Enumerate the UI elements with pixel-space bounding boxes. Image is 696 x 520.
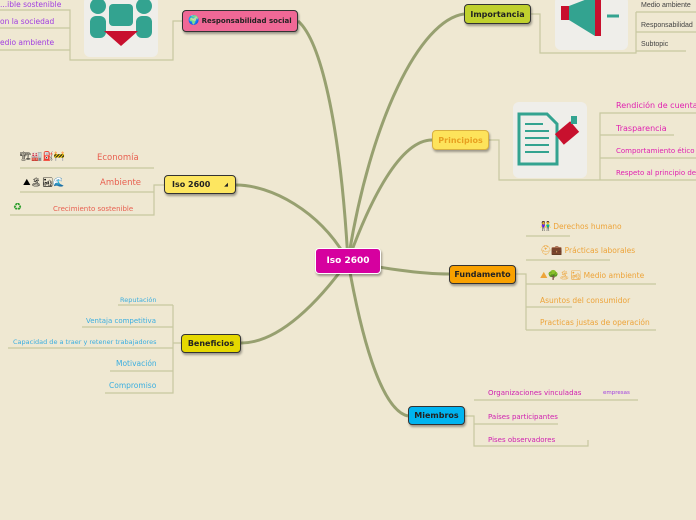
subtopic[interactable]: Medio ambiente <box>641 2 691 9</box>
subtopic[interactable]: empresas <box>603 390 630 396</box>
subtopic[interactable]: Trasparencia <box>616 124 667 133</box>
subtopic[interactable]: ⛑💼Prácticas laborales <box>540 246 635 256</box>
topic-principios[interactable]: Principios <box>432 130 489 150</box>
topic-importancia[interactable]: Importancia <box>464 4 531 24</box>
subtopic[interactable]: on la sociedad <box>0 17 55 26</box>
subtopic[interactable]: Países participantes <box>488 413 558 421</box>
subtopic[interactable]: ...ible sostenible <box>0 0 62 9</box>
subtopic[interactable]: Organizaciones vinculadas <box>488 389 582 397</box>
globe-icon: 🌍 <box>188 16 200 26</box>
nature-icon: ⛰🌳🏝🏜 <box>540 271 582 281</box>
subtopic[interactable]: Crecimiento sostenible <box>53 205 134 213</box>
helmet-briefcase-icon: ⛑💼 <box>540 246 563 256</box>
topic-beneficios[interactable]: Beneficios <box>181 334 241 353</box>
subtopic[interactable]: Asuntos del consumidor <box>540 296 631 305</box>
subtopic[interactable]: Pises observadores <box>488 436 556 444</box>
people-icon <box>84 0 158 57</box>
subtopic[interactable]: Capacidad de a traer y retener trabajado… <box>13 338 157 346</box>
subtopic-label: Medio ambiente <box>583 271 645 280</box>
topic-label: Iso 2600 <box>172 180 211 189</box>
people-icon: 👫 <box>540 222 552 232</box>
topic-fundamento[interactable]: Fundamento <box>449 265 516 284</box>
subtopic[interactable]: Practicas justas de operación <box>540 318 650 327</box>
subtopic[interactable]: Ventaja competitiva <box>86 317 156 325</box>
subtopic-label: Derechos humano <box>553 222 622 231</box>
document-stamp-icon <box>513 102 587 178</box>
environment-icon: ⛰🏝🏜🌊 <box>23 178 65 188</box>
topic-responsabilidad-social[interactable]: 🌍Responsabilidad social <box>182 10 298 32</box>
central-topic[interactable]: Iso 2600 <box>315 248 381 274</box>
megaphone-icon <box>555 0 628 50</box>
subtopic-label: Prácticas laborales <box>564 246 636 255</box>
subtopic[interactable]: ⛰🌳🏝🏜Medio ambiente <box>540 271 644 281</box>
topic-iso-2600[interactable]: Iso 2600 ◢ <box>164 175 236 194</box>
economy-icon: 🏗🏭⛽🚧 <box>20 152 66 162</box>
subtopic[interactable]: Subtopic <box>641 41 669 48</box>
subtopic[interactable]: Economía <box>97 153 139 163</box>
recycle-icon: ♻ <box>13 202 22 213</box>
subtopic[interactable]: Ambiente <box>100 178 142 188</box>
topic-miembros[interactable]: Miembros <box>408 406 465 425</box>
topic-label: Responsabilidad social <box>201 17 292 25</box>
subtopic[interactable]: edio ambiente <box>0 38 55 47</box>
subtopic[interactable]: Responsabilidad <box>641 22 693 29</box>
subtopic[interactable]: Compromiso <box>109 381 157 390</box>
subtopic[interactable]: Comportamiento ético <box>616 147 695 155</box>
subtopic[interactable]: Reputación <box>120 296 157 304</box>
subtopic[interactable]: Respeto al principio de <box>616 169 696 177</box>
subtopic[interactable]: Motivación <box>116 359 157 368</box>
subtopic[interactable]: Rendición de cuentas <box>616 101 696 110</box>
subtopic[interactable]: 👫Derechos humano <box>540 222 622 232</box>
collapse-triangle-icon[interactable]: ◢ <box>224 182 228 188</box>
